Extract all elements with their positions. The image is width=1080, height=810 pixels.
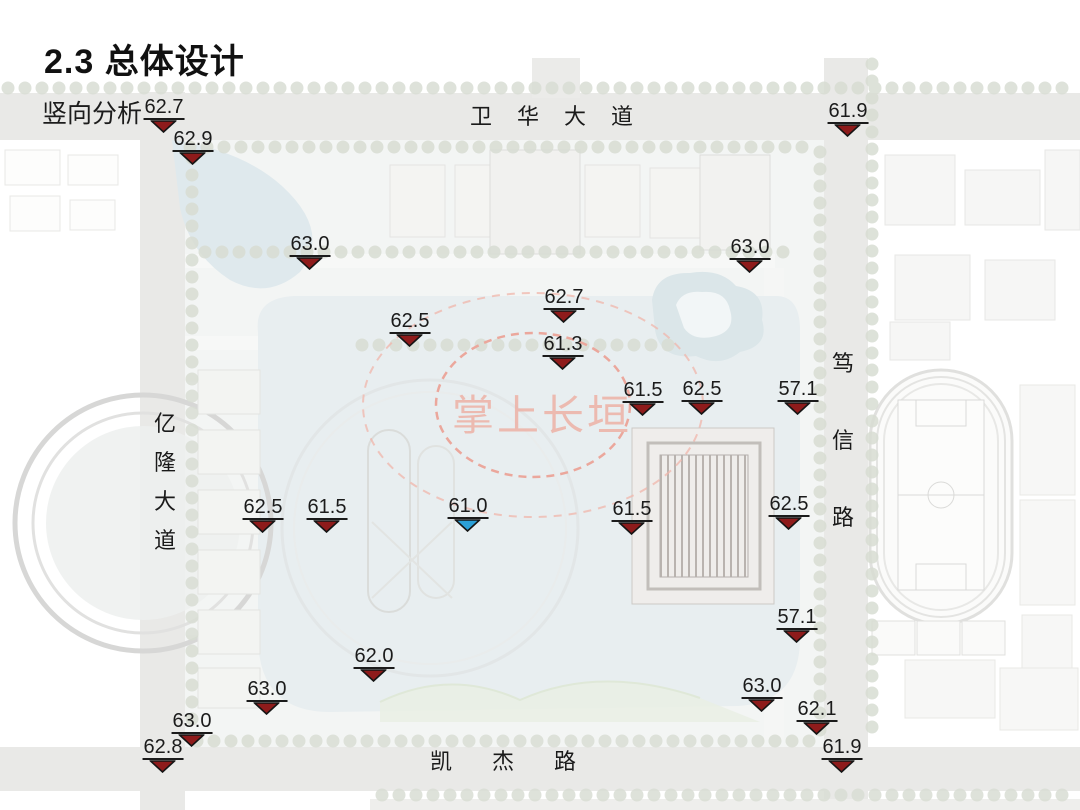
elevation-triangle-icon xyxy=(297,257,323,270)
elevation-triangle-icon xyxy=(785,402,811,415)
page-title: 2.3 总体设计 xyxy=(44,43,245,81)
elevation-triangle-icon xyxy=(254,702,280,715)
elevation-value: 62.8 xyxy=(142,736,184,760)
elevation-marker: 61.5 xyxy=(611,498,653,535)
road-name-char: 笃 xyxy=(832,351,855,376)
elevation-value: 61.5 xyxy=(306,496,348,520)
elevation-value: 61.3 xyxy=(542,333,584,357)
water-triangle-icon xyxy=(455,519,481,532)
road-label-kaijie-road: 凯杰路 xyxy=(430,751,576,773)
road-name-char: 卫 xyxy=(470,104,493,129)
elevation-marker: 63.0 xyxy=(289,233,331,270)
elevation-marker: 61.9 xyxy=(821,736,863,773)
elevation-value: 62.1 xyxy=(796,698,838,722)
page-subtitle: 竖向分析 xyxy=(42,100,143,128)
elevation-value: 62.7 xyxy=(543,286,585,310)
elevation-value: 63.0 xyxy=(171,710,213,734)
road-name-char: 道 xyxy=(154,528,177,553)
elevation-triangle-icon xyxy=(151,120,177,133)
elevation-value: 62.5 xyxy=(768,493,810,517)
elevation-marker: 62.5 xyxy=(681,378,723,415)
elevation-marker: 57.1 xyxy=(776,606,818,643)
elevation-triangle-icon xyxy=(314,520,340,533)
elevation-triangle-icon xyxy=(630,403,656,416)
elevation-triangle-icon xyxy=(737,260,763,273)
elevation-value: 61.0 xyxy=(447,495,489,519)
elevation-value: 61.5 xyxy=(622,379,664,403)
elevation-value: 63.0 xyxy=(289,233,331,257)
elevation-triangle-icon xyxy=(150,760,176,773)
elevation-value: 63.0 xyxy=(741,675,783,699)
road-name-char: 亿 xyxy=(154,411,177,436)
elevation-value: 61.9 xyxy=(821,736,863,760)
elevation-triangle-icon xyxy=(550,357,576,370)
elevation-triangle-icon xyxy=(784,630,810,643)
elevation-triangle-icon xyxy=(619,522,645,535)
elevation-marker: 63.0 xyxy=(729,236,771,273)
elevation-marker: 62.8 xyxy=(142,736,184,773)
elevation-marker: 61.5 xyxy=(622,379,664,416)
elevation-value: 57.1 xyxy=(777,378,819,402)
elevation-triangle-icon xyxy=(776,517,802,530)
elevation-marker: 63.0 xyxy=(246,678,288,715)
elevation-marker: 62.7 xyxy=(143,96,185,133)
road-name-char: 华 xyxy=(517,104,540,129)
elevation-marker: 61.9 xyxy=(827,100,869,137)
road-label-weihua-avenue: 卫华大道 xyxy=(470,106,633,128)
elevation-value: 57.1 xyxy=(776,606,818,630)
elevation-value: 62.5 xyxy=(389,310,431,334)
elevation-value: 62.5 xyxy=(242,496,284,520)
elevation-triangle-icon xyxy=(397,334,423,347)
elevation-marker: 61.5 xyxy=(306,496,348,533)
elevation-triangle-icon xyxy=(361,669,387,682)
elevation-triangle-icon xyxy=(551,310,577,323)
road-name-char: 道 xyxy=(611,104,634,129)
road-name-char: 凯 xyxy=(430,749,453,774)
elevation-marker: 63.0 xyxy=(741,675,783,712)
elevation-value: 62.0 xyxy=(353,645,395,669)
elevation-marker: 57.1 xyxy=(777,378,819,415)
elevation-marker: 62.5 xyxy=(242,496,284,533)
elevation-triangle-icon xyxy=(829,760,855,773)
road-name-char: 信 xyxy=(832,428,855,453)
elevation-marker: 62.5 xyxy=(768,493,810,530)
elevation-triangle-icon xyxy=(179,734,205,747)
elevation-triangle-icon xyxy=(749,699,775,712)
elevation-marker: 61.3 xyxy=(542,333,584,370)
road-label-yilong-avenue: 亿隆大道 xyxy=(154,413,176,552)
elevation-value: 62.9 xyxy=(172,128,214,152)
road-label-duxin-road: 笃信路 xyxy=(832,353,854,529)
road-name-char: 路 xyxy=(554,749,577,774)
elevation-value: 61.9 xyxy=(827,100,869,124)
elevation-value: 62.5 xyxy=(681,378,723,402)
elevation-marker: 62.7 xyxy=(543,286,585,323)
elevation-triangle-icon xyxy=(180,152,206,165)
elevation-marker: 62.0 xyxy=(353,645,395,682)
elevation-value: 62.7 xyxy=(143,96,185,120)
road-name-char: 大 xyxy=(564,104,587,129)
road-name-char: 路 xyxy=(832,505,855,530)
road-name-char: 杰 xyxy=(492,749,515,774)
elevation-triangle-icon xyxy=(835,124,861,137)
elevation-value: 63.0 xyxy=(246,678,288,702)
elevation-triangle-icon xyxy=(804,722,830,735)
elevation-value: 63.0 xyxy=(729,236,771,260)
road-name-char: 大 xyxy=(154,489,177,514)
elevation-value: 61.5 xyxy=(611,498,653,522)
elevation-marker: 62.1 xyxy=(796,698,838,735)
road-name-char: 隆 xyxy=(154,450,177,475)
watermark-text: 掌上长垣 xyxy=(452,392,633,439)
elevation-marker: 63.0 xyxy=(171,710,213,747)
elevation-triangle-icon xyxy=(250,520,276,533)
elevation-marker: 62.9 xyxy=(172,128,214,165)
elevation-marker: 62.5 xyxy=(389,310,431,347)
water-level-marker: 61.0 xyxy=(447,495,489,532)
elevation-triangle-icon xyxy=(689,402,715,415)
